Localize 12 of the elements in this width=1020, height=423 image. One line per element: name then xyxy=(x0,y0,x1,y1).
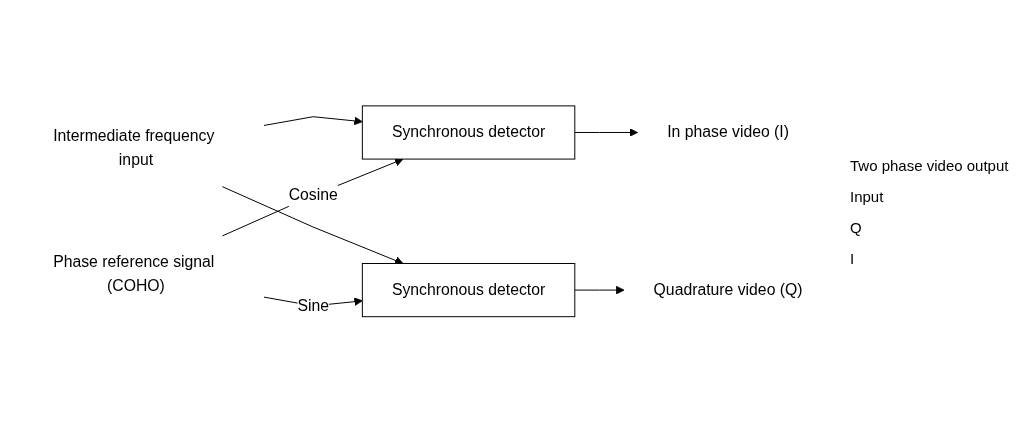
edge-label: Cosine xyxy=(288,186,338,204)
node-box: Synchronous detector xyxy=(361,105,576,160)
node-text: Intermediate frequency input xyxy=(53,127,215,168)
node-text: Quadrature video (Q) xyxy=(653,280,803,298)
label-text: I xyxy=(850,249,856,267)
node-text: In phase video (I) xyxy=(667,123,789,141)
label-text: Input xyxy=(850,187,885,205)
node-box: Synchronous detector xyxy=(361,262,576,317)
label-text: Two phase video output xyxy=(850,156,1010,174)
node-text: Phase reference signal (COHO) xyxy=(53,253,215,294)
edge-label: Sine xyxy=(297,296,329,314)
label-text: Q xyxy=(850,218,863,236)
